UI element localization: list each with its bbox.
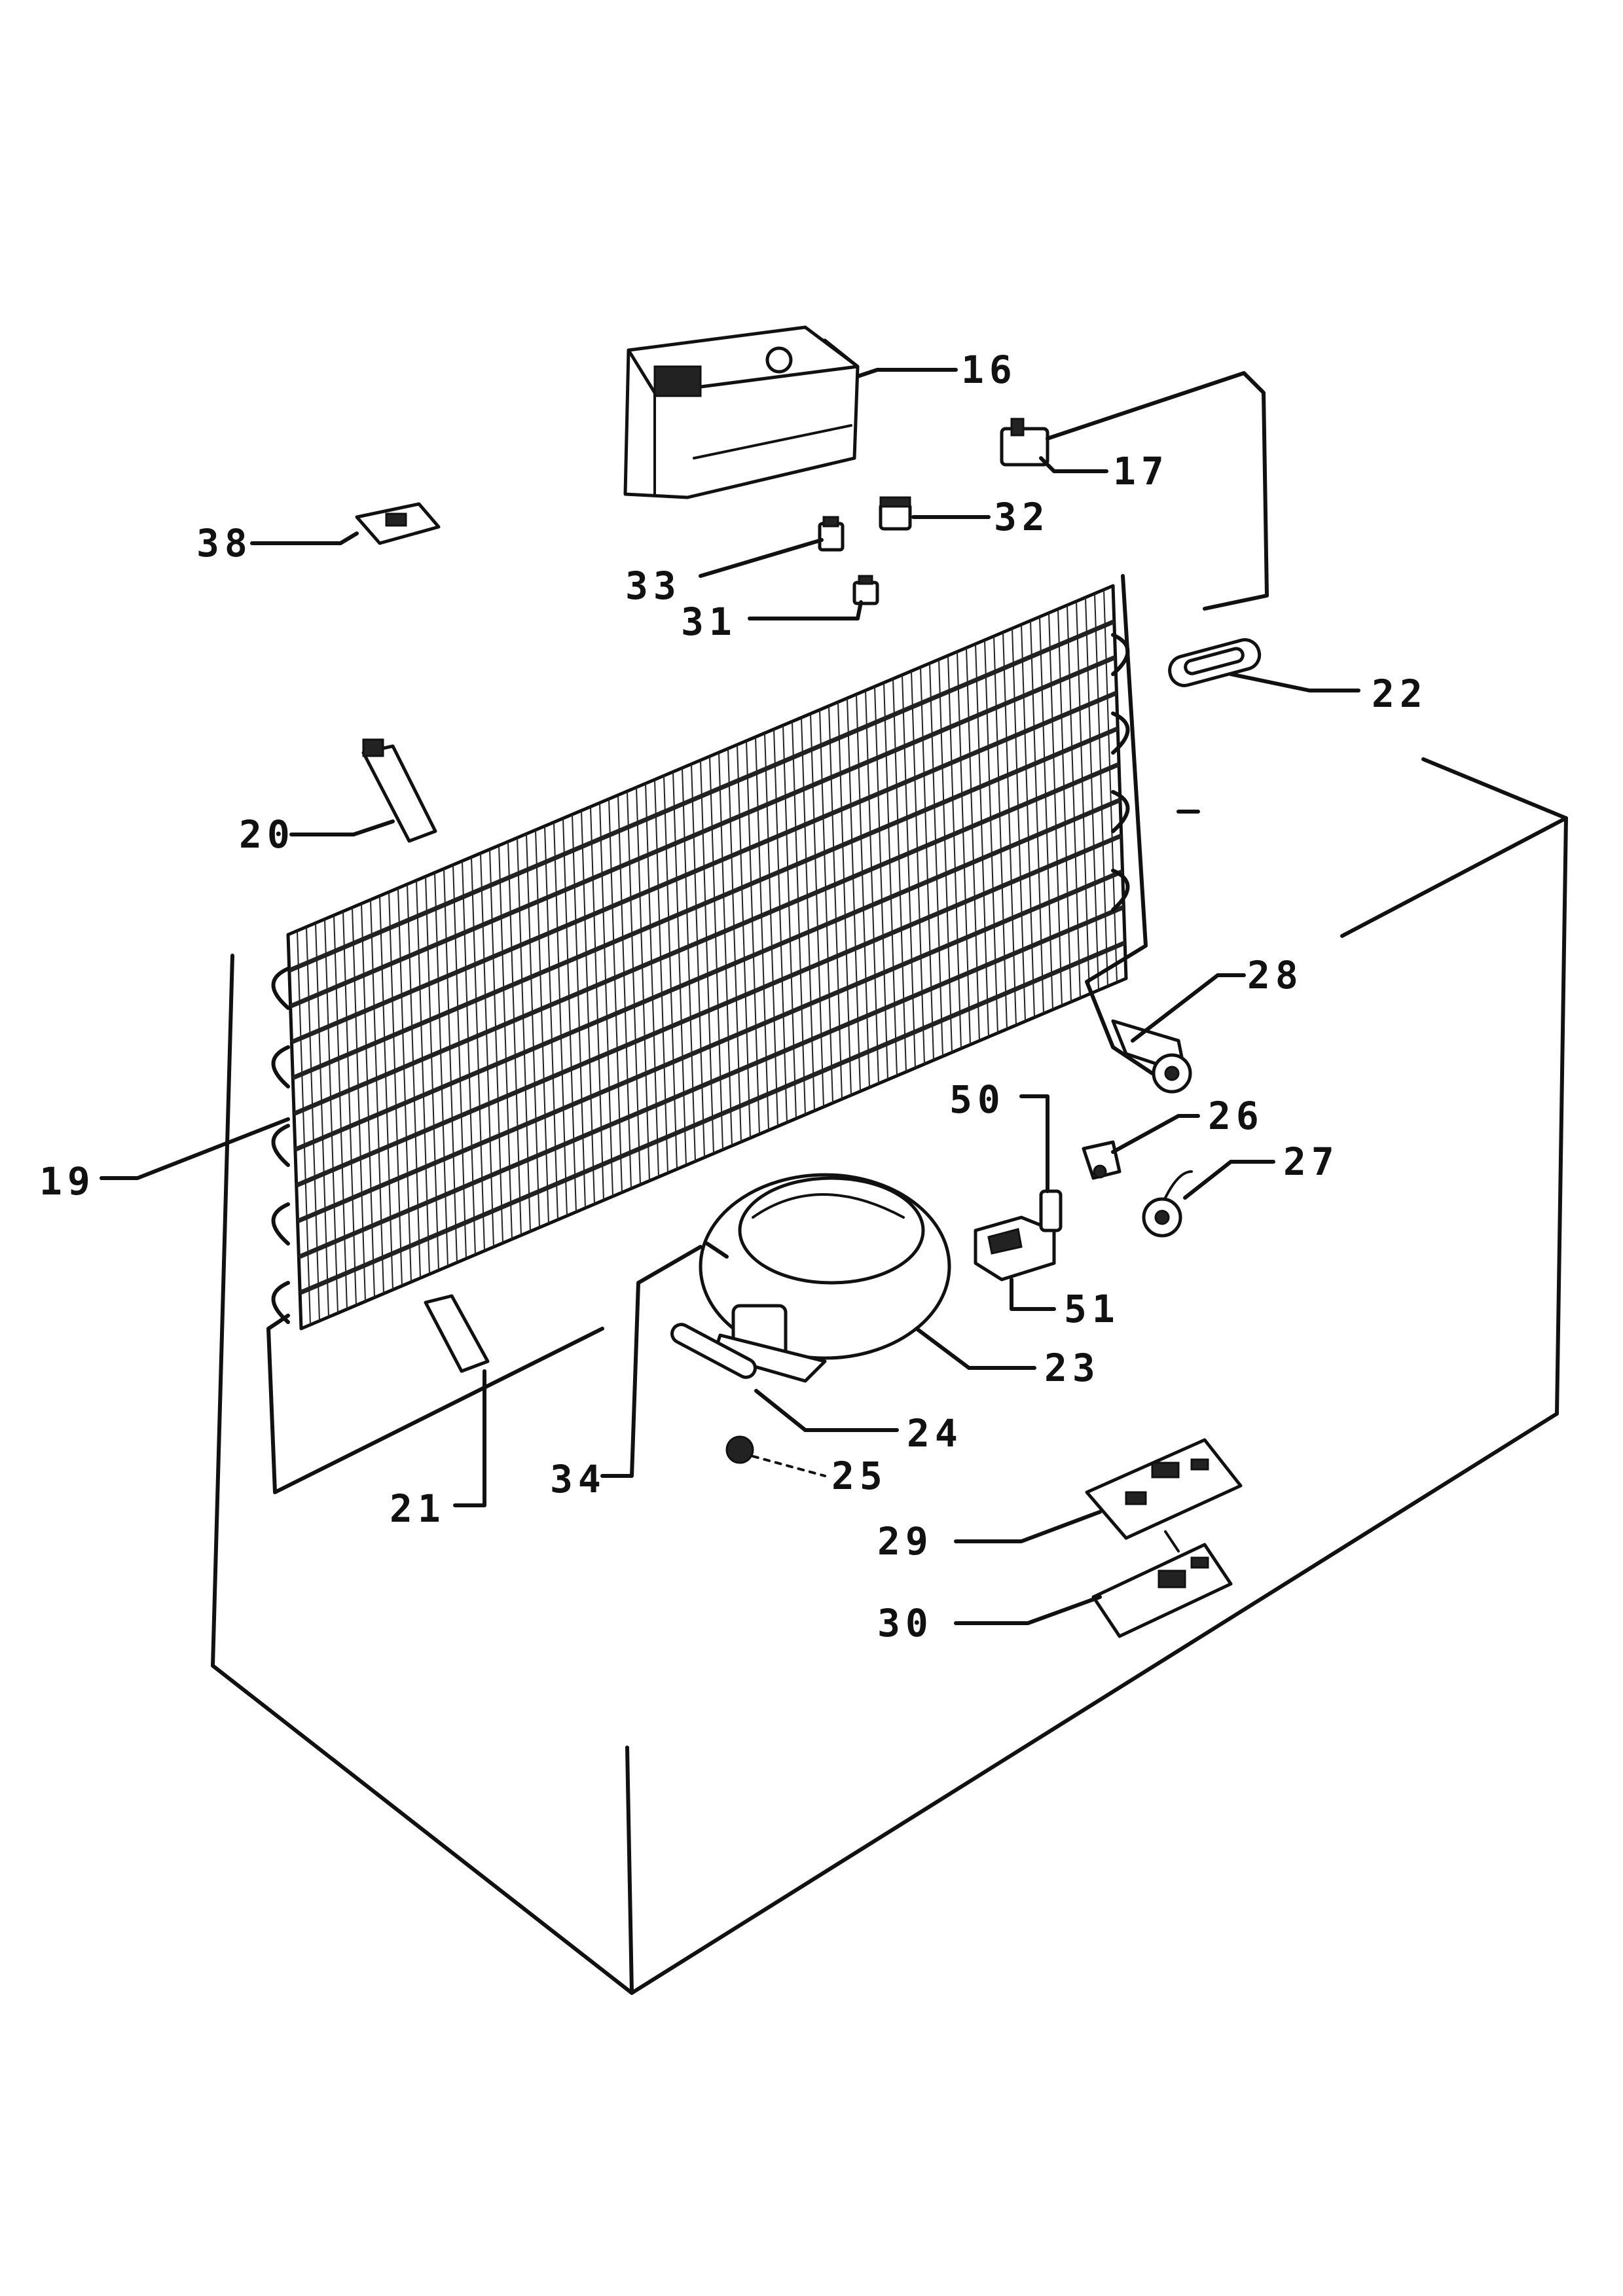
label-51: 51 bbox=[1064, 1287, 1120, 1331]
label-20: 20 bbox=[239, 812, 295, 857]
label-28: 28 bbox=[1247, 953, 1304, 997]
part-23-compressor bbox=[699, 1173, 951, 1383]
part-22-gasket bbox=[1168, 638, 1262, 687]
part-16-housing bbox=[623, 325, 860, 499]
label-29: 29 bbox=[877, 1519, 934, 1564]
label-19: 19 bbox=[39, 1159, 96, 1204]
part-27-grommet bbox=[1142, 1170, 1193, 1238]
part-17-thermostat bbox=[1000, 371, 1269, 611]
condenser bbox=[266, 574, 1200, 1494]
label-25: 25 bbox=[831, 1454, 888, 1498]
part-21-bracket bbox=[424, 1294, 490, 1373]
label-30: 30 bbox=[877, 1601, 934, 1645]
label-32: 32 bbox=[994, 495, 1050, 539]
part-50-51-relay bbox=[974, 1189, 1063, 1282]
label-17: 17 bbox=[1113, 449, 1169, 493]
part-32-clip bbox=[879, 496, 912, 531]
cabinet-outline bbox=[211, 757, 1568, 1995]
label-24: 24 bbox=[907, 1411, 963, 1456]
label-34: 34 bbox=[550, 1457, 606, 1501]
part-25-grommet bbox=[725, 1435, 754, 1464]
part-30-board bbox=[1091, 1530, 1233, 1638]
label-31: 31 bbox=[681, 600, 737, 644]
part-29-board bbox=[1085, 1438, 1243, 1540]
leader-lines bbox=[100, 368, 1360, 1625]
part-38-bracket bbox=[355, 502, 441, 545]
part-26-clip bbox=[1082, 1140, 1122, 1180]
label-38: 38 bbox=[196, 521, 253, 565]
label-33: 33 bbox=[625, 564, 682, 608]
label-16: 16 bbox=[961, 348, 1017, 392]
label-50: 50 bbox=[949, 1077, 1006, 1122]
part-labels: 16 17 32 38 33 31 22 20 28 19 50 26 27 5… bbox=[39, 348, 1428, 1645]
label-27: 27 bbox=[1283, 1139, 1340, 1184]
part-31-clip bbox=[852, 575, 879, 605]
part-24-tube bbox=[670, 1323, 757, 1379]
label-23: 23 bbox=[1044, 1346, 1101, 1390]
label-21: 21 bbox=[390, 1486, 446, 1531]
label-22: 22 bbox=[1372, 672, 1428, 716]
part-28-drier bbox=[1111, 1019, 1192, 1094]
part-20-bracket bbox=[361, 738, 437, 843]
part-33-clip bbox=[818, 516, 845, 552]
label-26: 26 bbox=[1208, 1094, 1264, 1138]
